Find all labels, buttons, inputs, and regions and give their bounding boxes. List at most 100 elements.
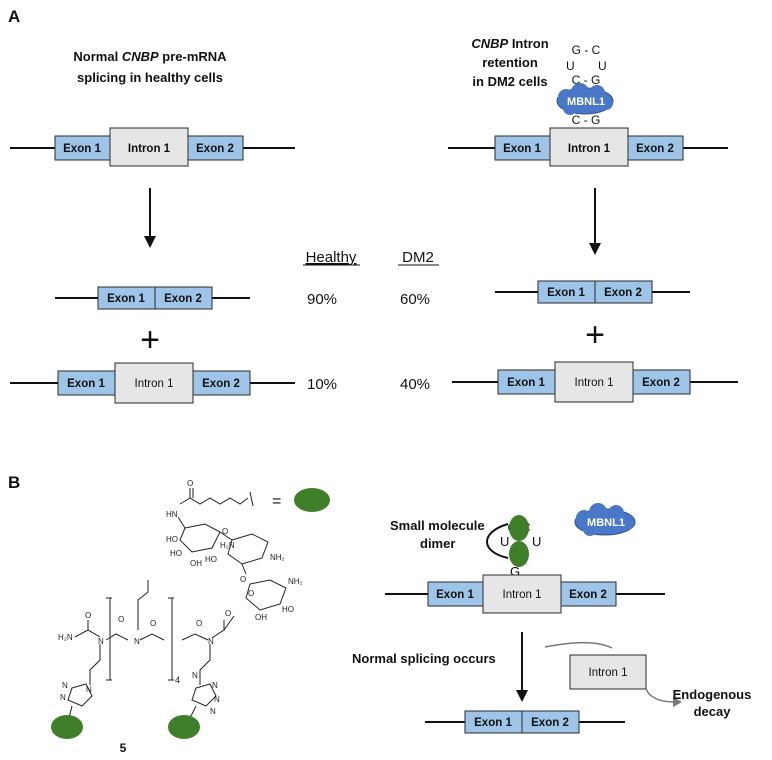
chem-label: N (60, 693, 66, 702)
hairpin-a-u-right: U (598, 59, 607, 73)
dm2-spliced-value: 60% (400, 291, 430, 308)
ligand-symbol (294, 488, 330, 512)
chem-label: NH₂ (288, 577, 303, 586)
dm2-retained-value: 40% (400, 376, 430, 393)
chem-label: N (192, 671, 198, 680)
exon2-label: Exon 2 (642, 377, 680, 389)
arrow-b-down (516, 632, 528, 702)
small-molecule-label-1: Small molecule (390, 518, 485, 533)
hairpin-b-u-right: U (532, 534, 541, 549)
exon1-label: Exon 1 (436, 589, 474, 601)
repeat-subscript: 4 (175, 675, 180, 685)
exon2-label: Exon 2 (636, 143, 674, 155)
gene-left-retained: Exon 1 Intron 1 Exon 2 (10, 362, 295, 404)
col-header-dm2: DM2 (402, 249, 434, 266)
mbnl1-cloud-a: MBNL1 (556, 83, 614, 115)
chem-label: HO (205, 555, 217, 564)
gene-b-spliced: Exon 1 Exon 2 (425, 710, 625, 734)
col-header-healthy: Healthy (306, 249, 357, 266)
chem-label: NH₂ (270, 553, 285, 562)
normal-splicing-label: Normal splicing occurs (352, 651, 496, 666)
ligand-right (168, 715, 200, 739)
equals-sign: = (272, 493, 281, 510)
exon1-label: Exon 1 (63, 143, 101, 155)
gene-left-unspliced: Exon 1 Intron 1 Exon 2 (10, 127, 295, 167)
exon2-label: Exon 2 (164, 293, 202, 305)
gene-b-bound: Exon 1 Intron 1 Exon 2 (385, 574, 665, 614)
chem-label: O (118, 615, 124, 624)
hairpin-a-u-left: U (566, 59, 575, 73)
chem-label: N (212, 681, 218, 690)
decay-label-2: decay (694, 704, 732, 719)
aminoglycoside-structure: HO HO OH O H₂N NH₂ HO O NH₂ O OH HO (166, 516, 303, 622)
panel-b-label: B (8, 473, 20, 492)
hairpin-a-row1: G - C (572, 43, 601, 57)
dimer-linker (486, 523, 509, 559)
right-title-line2: retention (482, 55, 538, 70)
compound-number: 5 (120, 741, 127, 755)
chem-label: OH (190, 559, 202, 568)
chem-label: O (240, 575, 246, 584)
mbnl1-label-a: MBNL1 (567, 96, 605, 108)
chem-label: OH (255, 613, 267, 622)
right-title-line3: in DM2 cells (472, 74, 547, 89)
chem-label: HN (166, 510, 178, 519)
chem-label: O (196, 619, 202, 628)
right-title-line1: CNBP Intron (471, 36, 548, 51)
intron1-label: Intron 1 (128, 143, 171, 155)
gene-right-unspliced: Exon 1 Intron 1 Exon 2 (448, 127, 728, 167)
chem-label: N (86, 685, 92, 694)
decay-label-1: Endogenous (673, 687, 752, 702)
chem-label: N (98, 637, 104, 646)
gene-right-spliced: Exon 1 Exon 2 (495, 280, 690, 304)
exon1-label: Exon 1 (107, 293, 145, 305)
chem-label: H₂N (220, 541, 235, 550)
intron1-label: Intron 1 (568, 143, 611, 155)
intron1-label: Intron 1 (575, 377, 614, 389)
exon1-label: Exon 1 (474, 717, 512, 729)
gene-left-spliced: Exon 1 Exon 2 (55, 286, 250, 310)
chem-label: O (187, 479, 193, 488)
intron1-label: Intron 1 (589, 667, 628, 679)
panel-a-label: A (8, 7, 20, 26)
healthy-retained-value: 10% (307, 376, 337, 393)
hairpin-a-row4: C - G (572, 113, 601, 127)
chem-label: O (225, 609, 231, 618)
chem-label: HO (166, 535, 178, 544)
hairpin-b: G C U U C G (486, 515, 541, 579)
chem-label: O (150, 619, 156, 628)
chem-label: O (248, 589, 254, 598)
excised-intron: Intron 1 (544, 641, 682, 707)
healthy-spliced-value: 90% (307, 291, 337, 308)
chem-label: HO (170, 549, 182, 558)
plus-left: + (140, 321, 160, 359)
exon1-label: Exon 1 (547, 287, 585, 299)
chem-label: N (134, 637, 140, 646)
exon1-label: Exon 1 (67, 378, 105, 390)
mbnl1-label-b: MBNL1 (587, 517, 625, 529)
arrow-right-down (589, 188, 601, 255)
peptoid-scaffold: H₂N O N O N O 4 O N O N N N N N N (51, 580, 235, 755)
arrow-left-down (144, 188, 156, 248)
chem-label: N (210, 707, 216, 716)
chem-label: O (222, 527, 228, 536)
exon2-label: Exon 2 (569, 589, 607, 601)
ligand-bound-bottom (509, 541, 529, 567)
ligand-legend: O HN = (166, 479, 330, 519)
intron1-label: Intron 1 (135, 378, 174, 390)
left-title-line1: Normal CNBP pre-mRNA (73, 49, 227, 64)
chem-label: HO (282, 605, 294, 614)
left-title-line2: splicing in healthy cells (77, 70, 223, 85)
mbnl1-cloud-b: MBNL1 (574, 503, 636, 536)
chem-label: N (214, 695, 220, 704)
chem-label: O (85, 611, 91, 620)
exon2-label: Exon 2 (202, 378, 240, 390)
ligand-bound-top (509, 515, 529, 541)
hairpin-b-u-left: U (500, 534, 509, 549)
small-molecule-label-2: dimer (420, 536, 455, 551)
exon2-label: Exon 2 (604, 287, 642, 299)
intron1-label: Intron 1 (503, 589, 542, 601)
exon2-label: Exon 2 (531, 717, 569, 729)
exon2-label: Exon 2 (196, 143, 234, 155)
